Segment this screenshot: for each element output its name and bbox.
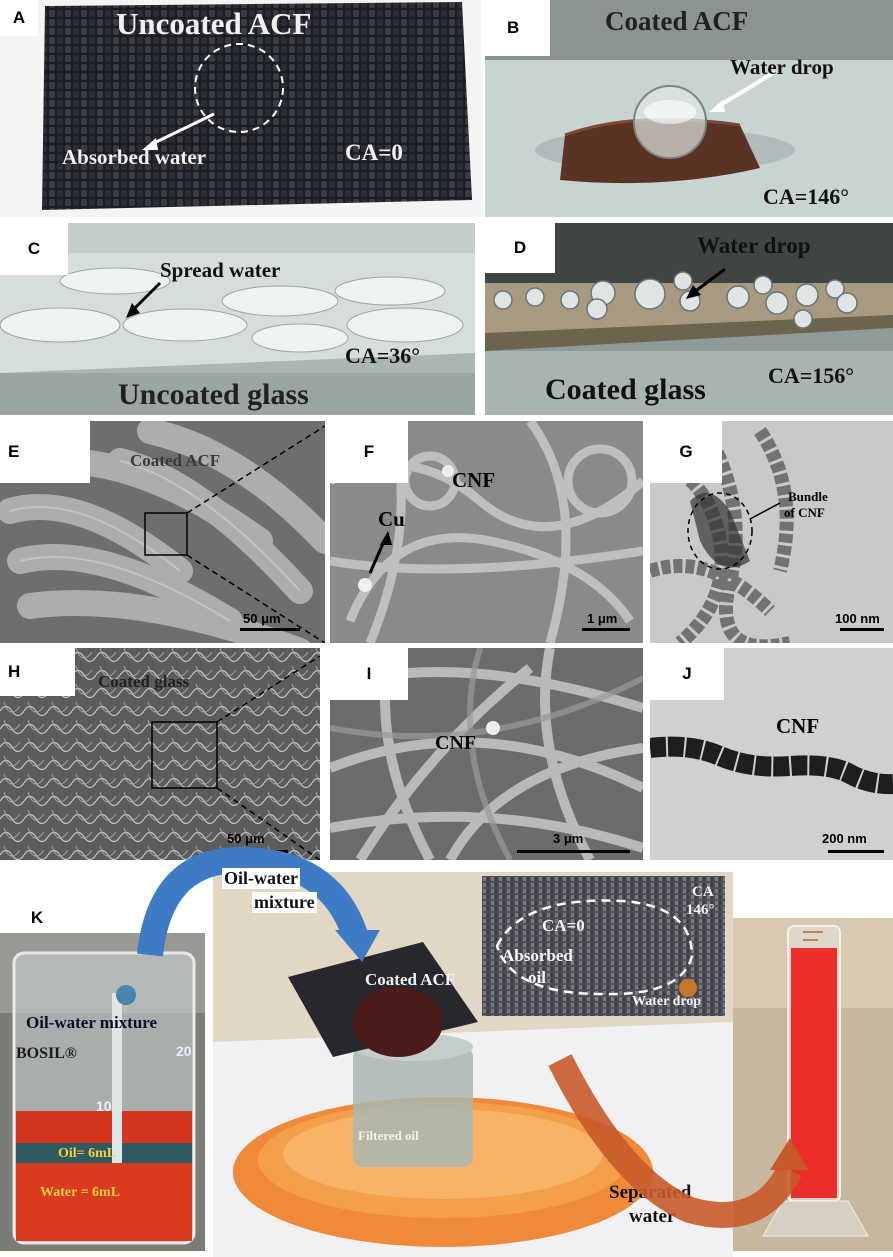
panel-letter-i: I (330, 648, 408, 700)
panel-f-scale-bar (582, 628, 630, 631)
panel-a-annotation: Absorbed water (62, 145, 207, 169)
panel-b-annotation: Water drop (730, 55, 834, 79)
panel-k-inset-ca-line2: 146° (686, 902, 715, 918)
panel-k-arrow-label-line2: mixture (252, 892, 317, 913)
panel-a-fabric-image (42, 2, 472, 210)
panel-k-beaker-photo: K Oil-water mixture BOSIL® 20 10 Oil= 6m… (0, 933, 205, 1251)
panel-b-drop-image (485, 0, 893, 217)
panel-letter-k-main: K (22, 905, 52, 931)
panel-letter-a: A (0, 0, 38, 36)
panel-letter-h: H (0, 648, 75, 696)
panel-j-scale-label: 200 nm (822, 831, 867, 846)
panel-k-beaker-title: Oil-water mixture (26, 1013, 158, 1032)
panel-b-photo: B Coated ACF Water drop CA=146° (485, 0, 893, 217)
panel-h-scale-label: 50 μm (227, 831, 265, 846)
panel-i-sem-image (330, 648, 643, 860)
panel-c-photo: C Spread water CA=36° Uncoated glass (0, 223, 475, 415)
panel-c-contact-angle: CA=36° (345, 343, 421, 368)
panel-i-label-cnf: CNF (435, 732, 477, 754)
panel-k-mark-10: 10 (96, 1098, 112, 1114)
panel-d-photo: D Water drop CA=156° Coated glass (485, 223, 893, 415)
panel-letter-b: B (485, 0, 550, 56)
panel-k-inset-absorbed-line2: oil (528, 968, 546, 987)
panel-h-scale-bar (210, 850, 288, 853)
panel-letter-g: G (650, 421, 722, 483)
panel-i-sem: I CNF 3 μm (330, 648, 643, 860)
panel-h-title: Coated glass (98, 672, 190, 691)
panel-k-cylinder-image (733, 918, 893, 1251)
panel-k-inset-image (482, 876, 725, 1016)
panel-k-inset-ca0: CA=0 (542, 916, 585, 935)
panel-k-mark-20: 20 (176, 1043, 192, 1059)
panel-a-contact-angle: CA=0 (345, 140, 403, 165)
panel-e-scale-label: 50 μm (243, 611, 281, 626)
panel-f-sem: F Cu CNF 1 μm (330, 421, 643, 643)
panel-k-inset-absorbed-line1: Absorbed (502, 946, 573, 965)
panel-letter-d: D (485, 223, 555, 273)
panel-i-scale-bar (517, 850, 630, 853)
panel-k-inset-water-drop: Water drop (632, 994, 702, 1009)
panel-b-contact-angle: CA=146° (763, 184, 850, 209)
panel-e-scale-bar (240, 628, 300, 631)
panel-d-contact-angle: CA=156° (768, 363, 855, 388)
panel-k-separated-line2: water (629, 1206, 676, 1227)
panel-h-sem: H Coated glass 50 μm (0, 648, 320, 860)
panel-letter-f: F (330, 421, 408, 483)
panel-g-scale-label: 100 nm (835, 611, 880, 626)
panel-g-scale-bar (840, 628, 884, 631)
panel-e-title: Coated ACF (130, 451, 221, 470)
panel-j-label-cnf: CNF (776, 714, 820, 738)
panel-d-title: Coated glass (545, 373, 706, 406)
panel-letter-j: J (650, 648, 724, 700)
panel-a-title: Uncoated ACF (116, 6, 312, 41)
panel-k-arrow-label-line1: Oil-water (222, 868, 300, 889)
panel-k-beaker-brand: BOSIL® (16, 1045, 77, 1062)
panel-b-title: Coated ACF (605, 6, 749, 36)
panel-c-annotation: Spread water (160, 258, 281, 282)
panel-k-water-label: Water = 6mL (40, 1185, 121, 1200)
panel-i-scale-label: 3 μm (553, 831, 584, 846)
panel-letter-e: E (0, 421, 90, 483)
panel-k-separated-line1: Separated (609, 1182, 692, 1203)
panel-k-oil-label: Oil= 6mL (58, 1146, 117, 1161)
panel-k-beaker-image (0, 933, 205, 1251)
panel-g-tem: G Bundle of CNF 100 nm (650, 421, 893, 643)
panel-a-photo: A Uncoated ACF Absorbed water CA=0 (0, 0, 481, 217)
panel-j-scale-bar (828, 850, 884, 853)
panel-d-annotation: Water drop (697, 233, 811, 258)
panel-k-inset-photo: CA=0 Absorbed oil CA 146° Water drop (482, 876, 725, 1016)
panel-e-sem: E Coated ACF 50 μm (0, 421, 325, 643)
panel-f-label-cu: Cu (378, 507, 405, 531)
panel-k-filtered-oil: Filtered oil (358, 1128, 419, 1143)
panel-f-scale-label: 1 μm (587, 611, 618, 626)
panel-letter-c: C (0, 223, 68, 275)
panel-k-coated-acf: Coated ACF (365, 970, 456, 989)
panel-c-glass-image (0, 223, 475, 415)
panel-g-annotation-line1: Bundle (788, 489, 828, 504)
panel-d-glass-image (485, 223, 893, 415)
panel-f-label-cnf: CNF (452, 468, 496, 492)
panel-c-title: Uncoated glass (118, 378, 309, 411)
panel-j-tem: J CNF 200 nm (650, 648, 893, 860)
panel-k-inset-ca-line1: CA (692, 884, 714, 900)
panel-g-annotation-line2: of CNF (784, 505, 825, 520)
panel-k-cylinder-photo (733, 918, 893, 1251)
